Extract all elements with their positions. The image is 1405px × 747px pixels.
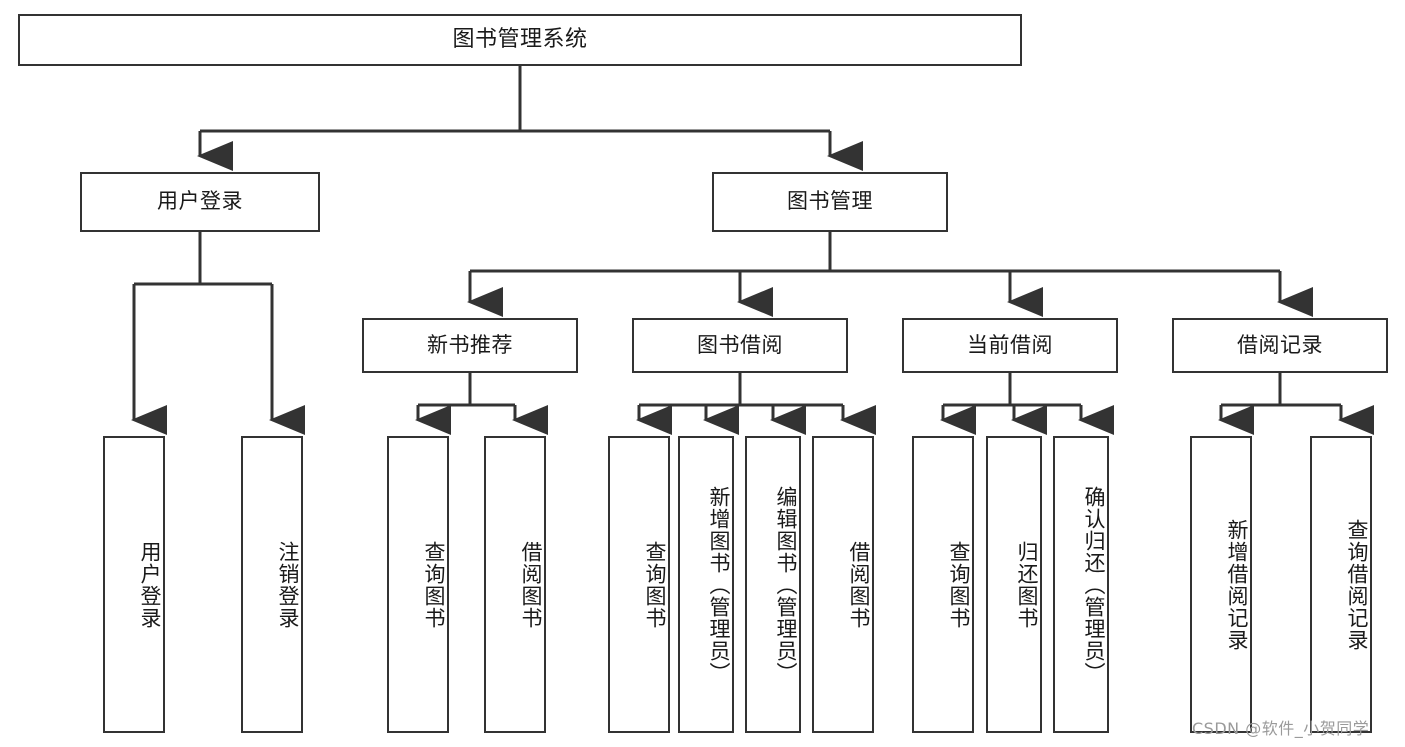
node-leaf-logout-login[interactable]: 注销登录 — [241, 436, 303, 733]
csdn-watermark: CSDN @软件_小贺同学 — [1192, 719, 1370, 738]
node-leaf-user-login[interactable]: 用户登录 — [103, 436, 165, 733]
node-leaf-add-borrow-record[interactable]: 新增借阅记录 — [1190, 436, 1252, 733]
node-new-book-recommend[interactable]: 新书推荐 — [362, 318, 578, 373]
node-book-manage[interactable]: 图书管理 — [712, 172, 948, 232]
node-leaf-borrow-book-2[interactable]: 借阅图书 — [812, 436, 874, 733]
node-borrow-record[interactable]: 借阅记录 — [1172, 318, 1388, 373]
node-root-system[interactable]: 图书管理系统 — [18, 14, 1022, 66]
node-book-borrow[interactable]: 图书借阅 — [632, 318, 848, 373]
node-leaf-add-book[interactable]: 新增图书（管理员） — [678, 436, 734, 733]
node-leaf-query-borrow-record[interactable]: 查询借阅记录 — [1310, 436, 1372, 733]
node-leaf-confirm-return[interactable]: 确认归还（管理员） — [1053, 436, 1109, 733]
node-leaf-query-book-2[interactable]: 查询图书 — [608, 436, 670, 733]
node-leaf-query-book-1[interactable]: 查询图书 — [387, 436, 449, 733]
node-leaf-borrow-book-1[interactable]: 借阅图书 — [484, 436, 546, 733]
node-leaf-return-book[interactable]: 归还图书 — [986, 436, 1042, 733]
node-current-borrow[interactable]: 当前借阅 — [902, 318, 1118, 373]
node-leaf-edit-book[interactable]: 编辑图书（管理员） — [745, 436, 801, 733]
node-user-login[interactable]: 用户登录 — [80, 172, 320, 232]
node-leaf-query-book-3[interactable]: 查询图书 — [912, 436, 974, 733]
